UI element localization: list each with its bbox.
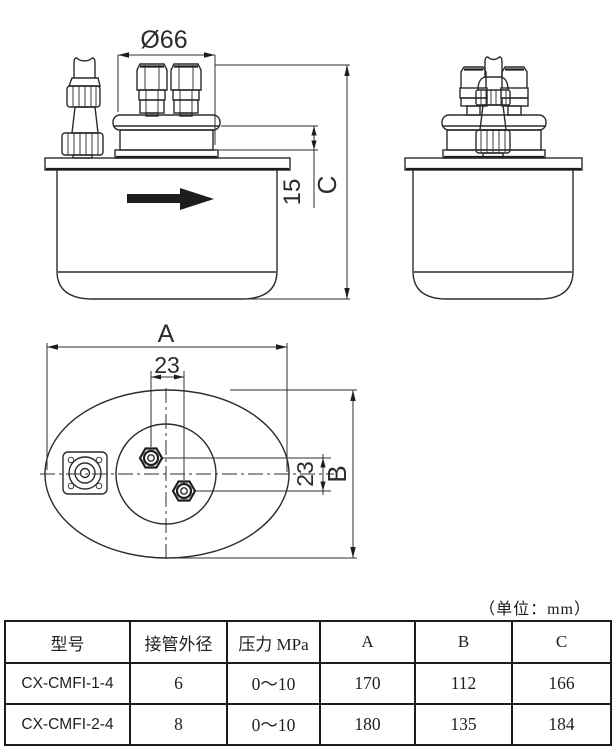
side-flange [62,451,108,495]
port-nut-1 [138,447,164,469]
top-view: A 23 B 23 [40,320,357,562]
pitch-y-dimension: 23 [161,454,331,495]
col-header-c: C [511,620,612,664]
port-nut-2 [171,480,197,502]
cell-b: 135 [414,703,513,746]
cap-diameter-dimension: Ø66 [117,26,216,145]
table-row: CX-CMFI-2-4 8 0～10 180 135 184 [4,703,612,746]
cell-b: 112 [414,662,513,705]
cell-c: 166 [511,662,612,705]
dim-label-diameter: Ø66 [140,26,187,54]
cell-model: CX-CMFI-2-4 [4,703,131,746]
dim-label-pitch-y: 23 [292,461,318,487]
height-c-dimension: C [215,64,350,300]
dim-label-c: C [312,176,342,195]
offset-15-dimension: 15 [219,125,318,208]
front-cap-assembly [112,114,221,159]
dim-label-b: B [322,465,352,482]
pitch-x-dimension: 23 [150,352,185,480]
front-view: Ø66 C 15 [44,26,350,300]
units-note: （单位：mm） [479,601,591,618]
cell-a: 170 [319,662,416,705]
col-header-pipe-od: 接管外径 [129,620,228,664]
front-body [44,157,291,300]
col-header-pressure: 压力 MPa [226,620,321,664]
cell-pipe-od: 8 [129,703,228,746]
side-body [404,157,583,300]
technical-drawing: Ø66 C 15 [40,26,583,562]
flow-direction-arrow [127,188,214,210]
cell-c: 184 [511,703,612,746]
side-view [404,56,583,300]
cell-model: CX-CMFI-1-4 [4,662,131,705]
dim-label-pitch-x: 23 [154,352,180,378]
col-header-model: 型号 [4,620,131,664]
col-header-a: A [319,620,416,664]
side-cap-assembly [441,114,547,159]
cell-a: 180 [319,703,416,746]
table-row: CX-CMFI-1-4 6 0～10 170 112 166 [4,662,612,705]
side-port-fittings [459,66,529,116]
side-center-fitting [475,56,511,158]
cell-pressure: 0～10 [226,703,321,746]
depth-b-dimension: B [170,389,357,559]
cell-pressure: 0～10 [226,662,321,705]
spec-table: 型号 接管外径 压力 MPa A B C CX-CMFI-1-4 6 0～10 … [4,620,612,746]
dim-label-a: A [158,320,175,348]
col-header-b: B [414,620,513,664]
cell-pipe-od: 6 [129,662,228,705]
dim-label-offset: 15 [279,179,306,206]
table-header-row: 型号 接管外径 压力 MPa A B C [4,620,612,664]
front-port-fittings [136,63,202,117]
width-a-dimension: A [46,320,288,472]
side-fitting [61,57,104,159]
